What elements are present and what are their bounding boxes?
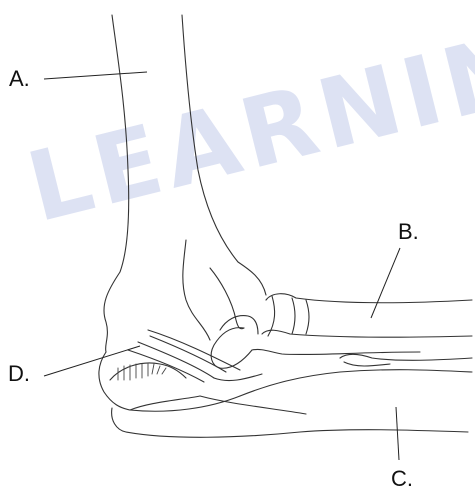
metatarsal-bone [262, 294, 472, 366]
label-b: B. [398, 221, 419, 243]
watermark-text: LEARNING [17, 0, 475, 244]
talus-bone [211, 316, 420, 369]
calcaneus-bone [99, 352, 472, 437]
leader-line-c [396, 407, 399, 460]
leader-line-b [371, 248, 400, 318]
leader-line-a [44, 72, 147, 79]
subtalar-detail [110, 363, 186, 380]
label-a: A. [9, 68, 30, 90]
watermark: LEARNING [17, 0, 475, 244]
ligament-bands [128, 330, 306, 414]
label-d: D. [8, 363, 30, 385]
leader-line-d [44, 346, 140, 376]
label-c: C. [391, 468, 413, 490]
